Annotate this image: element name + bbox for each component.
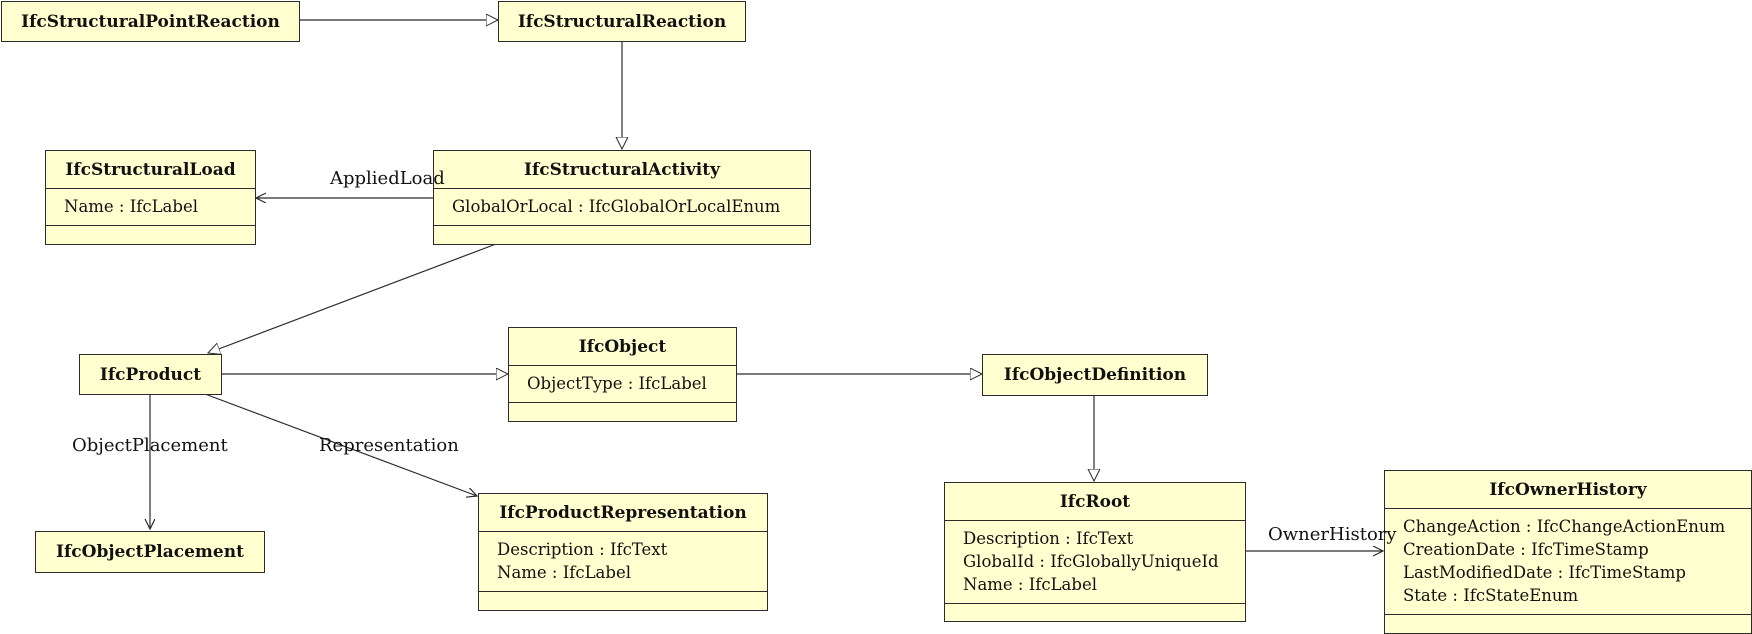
class-name: IfcStructuralActivity (524, 159, 720, 180)
class-name: IfcRoot (1059, 491, 1131, 512)
class-name: IfcObjectDefinition (1003, 365, 1187, 385)
class-ifcproduct[interactable]: IfcProduct (79, 354, 222, 395)
class-name: IfcStructuralReaction (517, 11, 727, 32)
generalization-activity-product (208, 243, 497, 353)
attribute: Name : IfcLabel (963, 575, 1097, 594)
operation-compartment (434, 225, 810, 245)
attribute: LastModifiedDate : IfcTimeStamp (1403, 563, 1686, 582)
association-representation (204, 393, 477, 496)
operation-compartment (46, 225, 255, 245)
association-label-ownerhistory: OwnerHistory (1268, 524, 1397, 545)
class-name: IfcStructuralLoad (65, 159, 236, 180)
class-name: IfcProductRepresentation (499, 502, 747, 523)
attribute-compartment: ChangeAction : IfcChangeActionEnum Creat… (1385, 508, 1751, 614)
operation-compartment (945, 603, 1245, 622)
class-ifcproductrepresentation[interactable]: IfcProductRepresentation Description : I… (478, 493, 768, 611)
class-ifcownerhistory[interactable]: IfcOwnerHistory ChangeAction : IfcChange… (1384, 470, 1752, 634)
association-label-appliedload: AppliedLoad (330, 168, 445, 189)
class-ifcroot[interactable]: IfcRoot Description : IfcText GlobalId :… (944, 482, 1246, 622)
attribute-compartment: Description : IfcText GlobalId : IfcGlob… (945, 520, 1245, 603)
attribute-compartment: ObjectType : IfcLabel (509, 365, 736, 402)
attribute: CreationDate : IfcTimeStamp (1403, 540, 1649, 559)
class-ifcstructuralreaction[interactable]: IfcStructuralReaction (498, 1, 746, 42)
attribute: GlobalOrLocal : IfcGlobalOrLocalEnum (452, 197, 781, 216)
attribute: ChangeAction : IfcChangeActionEnum (1403, 517, 1726, 536)
association-label-objectplacement: ObjectPlacement (72, 435, 228, 456)
class-ifcobjectplacement[interactable]: IfcObjectPlacement (35, 531, 265, 573)
attribute: State : IfcStateEnum (1403, 586, 1579, 605)
association-label-representation: Representation (319, 435, 459, 456)
class-ifcstructuralactivity[interactable]: IfcStructuralActivity GlobalOrLocal : If… (433, 150, 811, 245)
operation-compartment (509, 402, 736, 422)
class-ifcstructuralload[interactable]: IfcStructuralLoad Name : IfcLabel (45, 150, 256, 245)
attribute: ObjectType : IfcLabel (527, 374, 707, 393)
attribute: Name : IfcLabel (64, 197, 198, 216)
attribute: Description : IfcText (963, 529, 1134, 548)
attribute: Name : IfcLabel (497, 563, 631, 582)
operation-compartment (1385, 614, 1751, 634)
attribute-compartment: GlobalOrLocal : IfcGlobalOrLocalEnum (434, 188, 810, 225)
class-name: IfcObjectPlacement (56, 542, 244, 562)
operation-compartment (479, 591, 767, 611)
class-ifcobject[interactable]: IfcObject ObjectType : IfcLabel (508, 327, 737, 422)
class-ifcobjectdefinition[interactable]: IfcObjectDefinition (982, 354, 1208, 396)
class-name: IfcStructuralPointReaction (21, 11, 280, 32)
attribute-compartment: Description : IfcText Name : IfcLabel (479, 531, 767, 591)
class-name: IfcOwnerHistory (1489, 479, 1647, 500)
class-ifcstructuralpointreaction[interactable]: IfcStructuralPointReaction (1, 1, 300, 42)
attribute: GlobalId : IfcGloballyUniqueId (963, 552, 1219, 571)
attribute-compartment: Name : IfcLabel (46, 188, 255, 225)
class-name: IfcProduct (99, 364, 202, 385)
attribute: Description : IfcText (497, 540, 668, 559)
class-name: IfcObject (578, 336, 667, 357)
